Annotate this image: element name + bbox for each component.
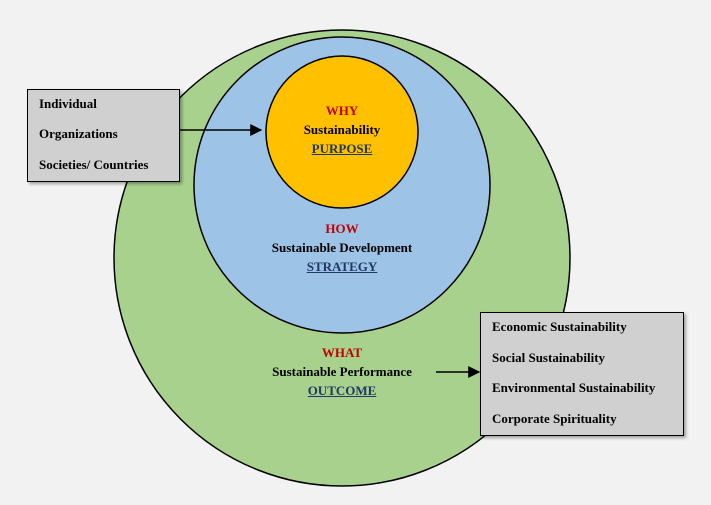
purpose-link[interactable]: PURPOSE [311,141,373,156]
outcomes-box: Economic Sustainability Social Sustainab… [480,312,684,436]
outcome-link[interactable]: OUTCOME [307,383,377,398]
what-title: Sustainable Performance [272,364,412,379]
why-title: Sustainability [303,122,381,137]
strategy-link[interactable]: STRATEGY [306,259,378,274]
actor-item: Societies/ Countries [39,157,149,172]
actors-box: Individual Organizations Societies/ Coun… [27,89,180,182]
actor-item: Organizations [39,126,118,141]
actor-item: Individual [39,96,97,111]
why-keyword: WHY [325,103,359,118]
outcome-item: Economic Sustainability [492,319,627,334]
what-keyword: WHAT [321,345,363,360]
inner-circle [265,55,419,209]
how-title: Sustainable Development [271,240,413,255]
outcome-item: Social Sustainability [492,350,606,365]
outcome-item: Corporate Spirituality [492,411,617,426]
outcome-item: Environmental Sustainability [492,380,656,395]
how-keyword: HOW [325,221,359,236]
